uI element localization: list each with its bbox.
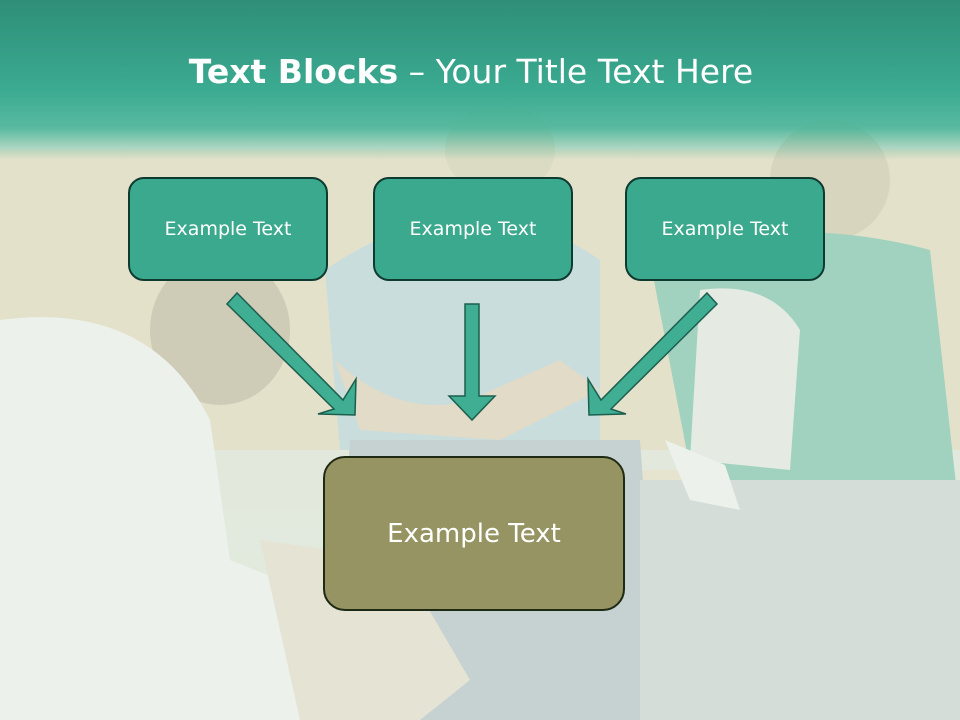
title-bar [0, 0, 960, 160]
title-bold: Text Blocks [188, 52, 399, 91]
title-rest: Your Title Text Here [435, 52, 754, 91]
arrow-right-down-left [587, 291, 719, 416]
arrow-middle-down [447, 303, 497, 422]
text-block-left[interactable]: Example Text [128, 177, 328, 281]
arrow-left-down-right [225, 291, 357, 416]
title-dash: – [398, 52, 436, 91]
slide-title: Text Blocks – Your Title Text Here [0, 52, 942, 91]
text-block-middle[interactable]: Example Text [373, 177, 573, 281]
text-block-bottom[interactable]: Example Text [323, 456, 625, 611]
text-block-right[interactable]: Example Text [625, 177, 825, 281]
